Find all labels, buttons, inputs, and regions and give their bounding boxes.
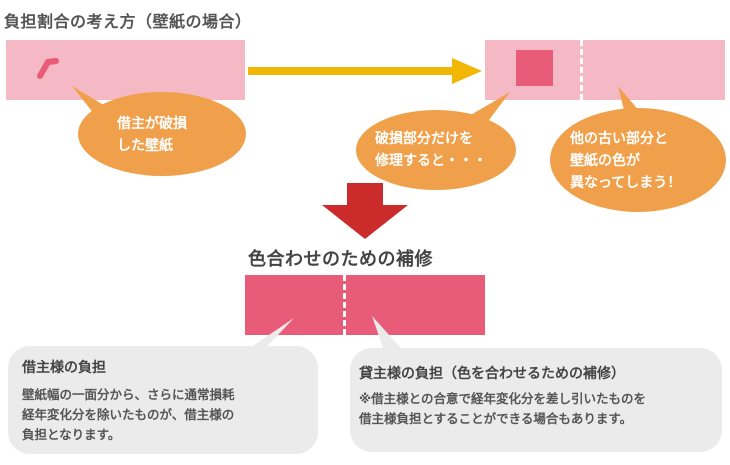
section-title: 色合わせのための補修 bbox=[248, 249, 433, 270]
balloon-repair-part bbox=[356, 92, 516, 190]
balloon-color-differs bbox=[550, 86, 726, 212]
balloon-tenant-damage bbox=[72, 86, 246, 176]
full-repair-seam bbox=[343, 275, 346, 335]
tenant-panel-bubble bbox=[8, 318, 318, 454]
landlord-panel-bubble bbox=[350, 316, 722, 452]
seam-dashed-line bbox=[580, 40, 583, 100]
page-title: 負担割合の考え方（壁紙の場合） bbox=[4, 12, 252, 31]
landlord-panel-body: ※借主様との合意で経年変化分を差し引いたものを 借主様負担とすることができる場合… bbox=[359, 391, 647, 426]
down-arrow-icon bbox=[322, 183, 408, 239]
damage-mark-icon bbox=[37, 58, 59, 79]
repaired-patch bbox=[516, 50, 553, 86]
balloon-tenant-damage-text: 借主が破損 した壁紙 bbox=[117, 116, 187, 154]
process-arrow-icon bbox=[248, 58, 482, 84]
landlord-panel-heading: 貸主様の負担（色を合わせるための補修） bbox=[359, 366, 625, 382]
tenant-panel-heading: 借主様の負担 bbox=[22, 360, 106, 376]
tenant-panel-body: 壁紙幅の一面分から、さらに通常損耗 経年変化分を除いたものが、借主様の 負担とな… bbox=[22, 387, 235, 442]
balloon-repair-part-text: 破損部分だけを 修理すると・・・ bbox=[375, 131, 487, 169]
balloon-color-differs-text: 他の古い部分と 壁紙の色が 異なってしまう！ bbox=[570, 131, 682, 191]
